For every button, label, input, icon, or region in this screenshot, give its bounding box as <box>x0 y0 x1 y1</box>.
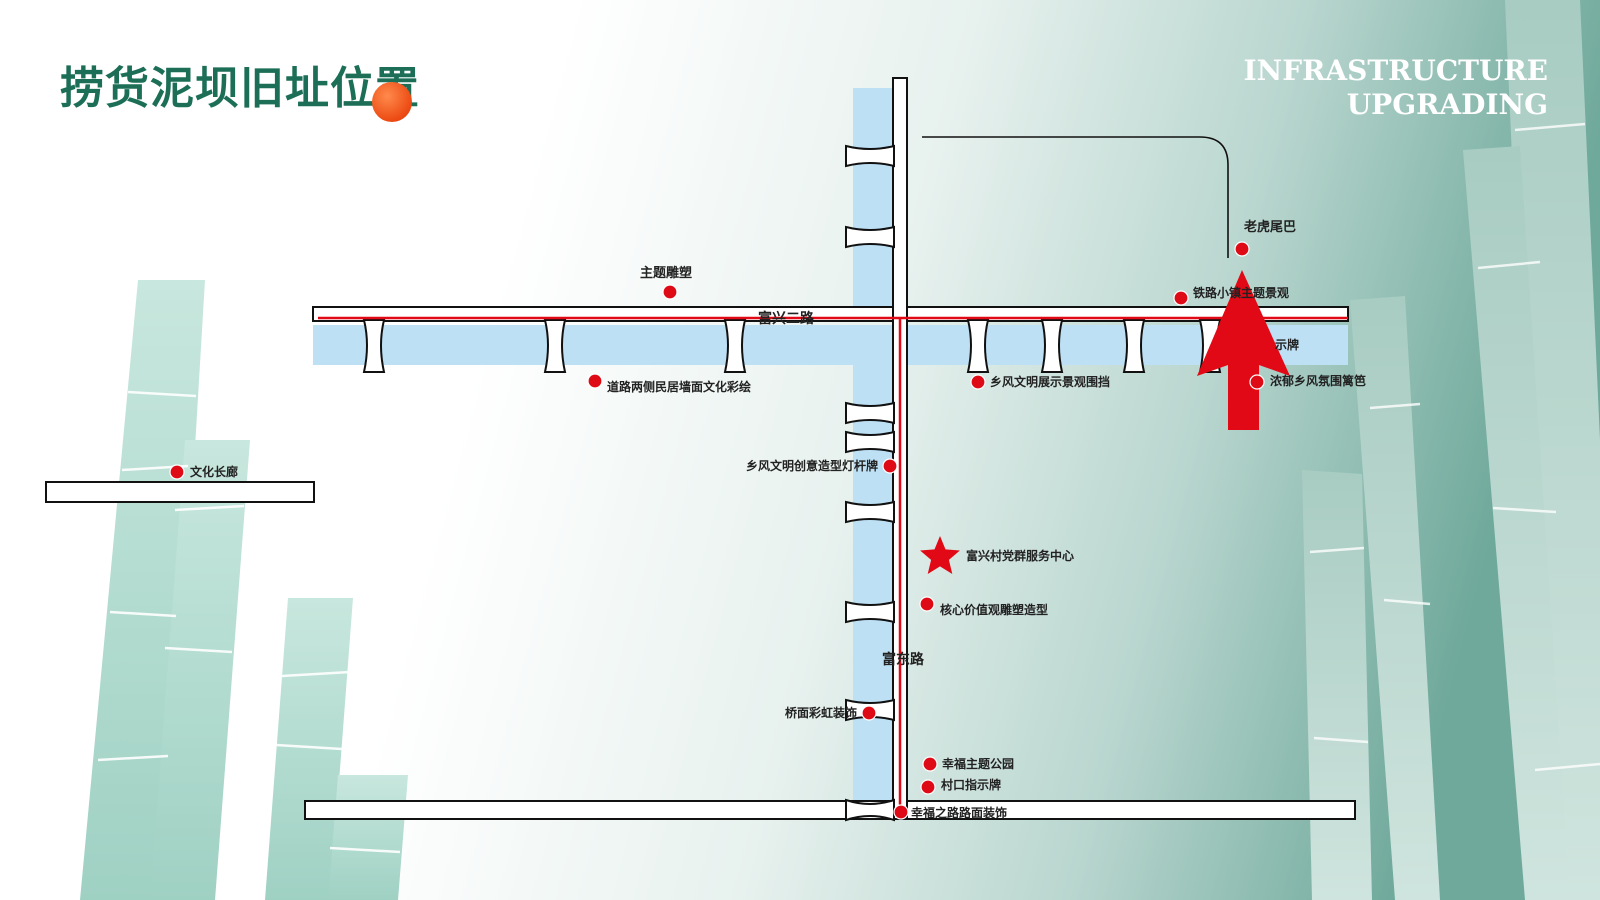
label-nongyu-lijuba: 浓郁乡风氛围篱笆 <box>1270 373 1366 388</box>
marker-nongyu-lijuba[interactable] <box>1249 374 1265 390</box>
marker-zhuti-diaosu[interactable] <box>662 284 678 300</box>
north-arrow-icon <box>1197 270 1290 430</box>
english-subtitle-line-1: INFRASTRUCTURE <box>1243 54 1548 87</box>
marker-laohu-weiba[interactable] <box>1234 241 1250 257</box>
marker-denggan-pai[interactable] <box>882 458 898 474</box>
marker-tielu-xiaozhen[interactable] <box>1173 290 1189 306</box>
marker-xiangfeng-zhanshi[interactable] <box>970 374 986 390</box>
label-cunkou-zhishipai: 村口指示牌 <box>941 777 1001 792</box>
marker-daolu-caihui[interactable] <box>587 373 603 389</box>
bridges-horizontal <box>362 319 1222 373</box>
title-orange-dot <box>372 82 412 122</box>
marker-xingfu-gongyuan[interactable] <box>922 756 938 772</box>
label-xiangfeng-zhanshi: 乡风文明展示景观围挡 <box>990 374 1110 389</box>
label-daolu-caihui: 道路两侧民居墙面文化彩绘 <box>607 379 751 394</box>
poi-markers <box>169 241 1265 820</box>
water-channels <box>313 88 1348 800</box>
road-label-fudong: 富东路 <box>882 651 925 668</box>
label-xingfu-lumian: 幸福之路路面装饰 <box>911 805 1007 820</box>
road-label-fuxing-er: 富兴二路 <box>758 310 815 327</box>
poi-labels: 主题雕塑 老虎尾巴 铁路小镇主题景观 示牌 道路两侧民居墙面文化彩绘 乡风文明展… <box>190 219 1366 820</box>
star-icon[interactable] <box>920 536 960 574</box>
road-to-laohu <box>922 136 1229 258</box>
vertical-river-lower <box>853 365 893 800</box>
marker-qiaomian-caihong[interactable] <box>861 705 877 721</box>
page-title: 捞货泥坝旧址位置 <box>60 63 420 114</box>
label-laohu-weiba: 老虎尾巴 <box>1243 219 1296 235</box>
bamboo-right <box>1302 0 1600 900</box>
horizontal-river <box>313 325 1348 365</box>
english-subtitle-line-2: UPGRADING <box>1346 88 1548 121</box>
bridges-vertical <box>845 144 895 822</box>
vertical-river-upper <box>853 88 893 310</box>
marker-xingfu-lumian[interactable] <box>893 804 909 820</box>
label-wenhua-changlang: 文化长廊 <box>190 464 238 479</box>
marker-hexin-jiazhi[interactable] <box>919 596 935 612</box>
route-line <box>318 316 1348 812</box>
marker-cunkou-zhishipai[interactable] <box>920 779 936 795</box>
road-left-branch <box>45 481 315 503</box>
label-dangqun-zhongxin: 富兴村党群服务中心 <box>966 548 1074 563</box>
road-bottom <box>304 800 1356 820</box>
label-xingfu-gongyuan: 幸福主题公园 <box>942 756 1014 771</box>
label-shipai: 示牌 <box>1274 337 1299 352</box>
label-zhuti-diaosu: 主题雕塑 <box>640 265 692 281</box>
label-denggan-pai: 乡风文明创意造型灯杆牌 <box>746 458 878 473</box>
marker-wenhua-changlang[interactable] <box>169 464 185 480</box>
label-hexin-jiazhi: 核心价值观雕塑造型 <box>940 602 1048 617</box>
english-subtitle: INFRASTRUCTURE UPGRADING <box>1244 54 1548 122</box>
label-tielu-xiaozhen: 铁路小镇主题景观 <box>1193 285 1289 300</box>
label-qiaomian-caihong: 桥面彩虹装饰 <box>785 705 857 720</box>
